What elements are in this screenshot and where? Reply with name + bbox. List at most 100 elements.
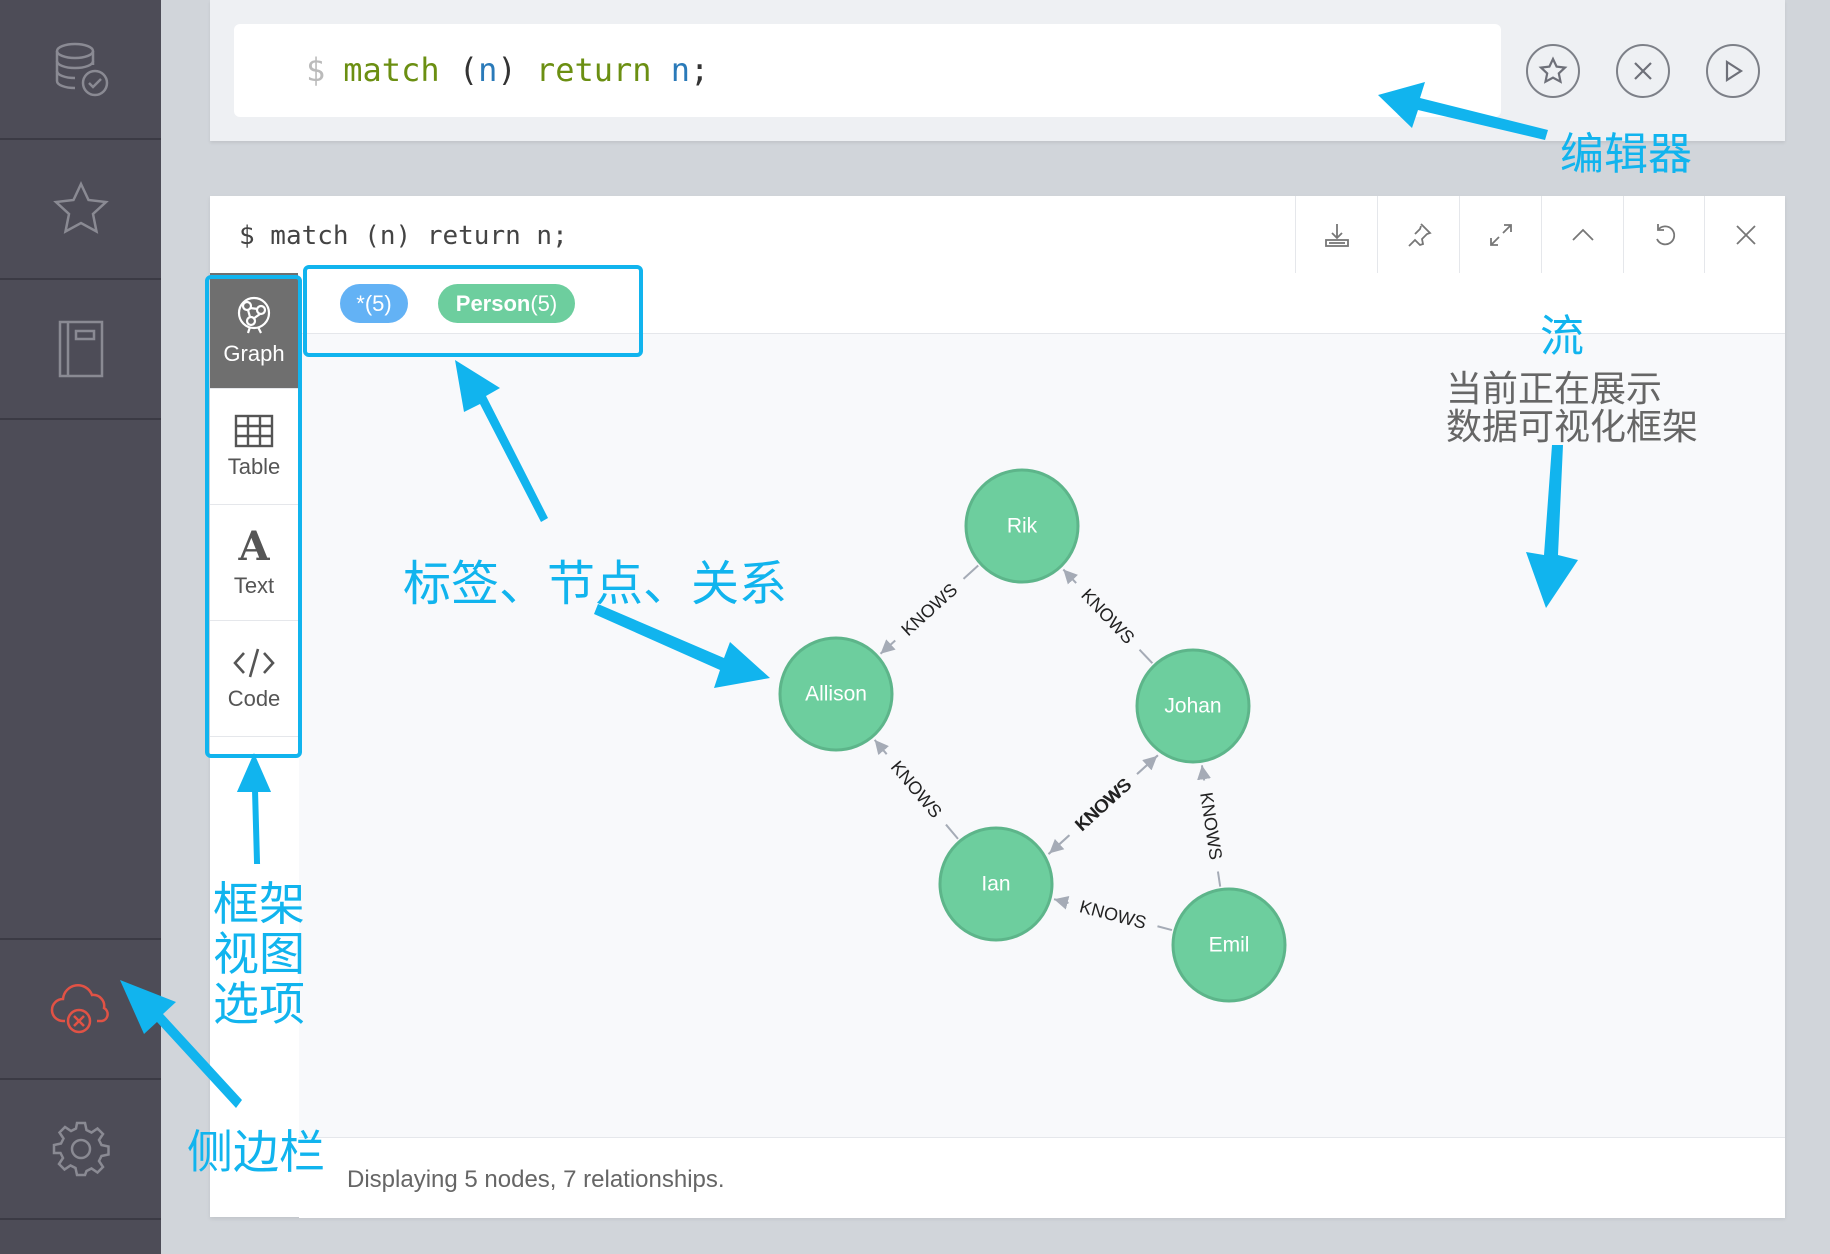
query-editor-input[interactable]: $match (n) return n; (234, 24, 1501, 117)
annotation-sidebar: 侧边栏 (187, 1125, 325, 1179)
node-label: Emil (1209, 934, 1250, 957)
collapse-button[interactable] (1541, 196, 1623, 273)
clear-query-button[interactable] (1616, 44, 1670, 98)
sidebar-item-cloud-status[interactable] (0, 940, 161, 1080)
close-frame-button[interactable] (1704, 196, 1786, 273)
refresh-icon (1655, 223, 1675, 245)
relationship-type-label: KNOWS (897, 579, 961, 639)
sidebar-item-settings[interactable] (0, 1080, 161, 1220)
label-pill-person[interactable]: Person(5) (438, 284, 575, 323)
annotation-editor: 编辑器 (1560, 129, 1692, 180)
frame-query-title[interactable]: $ match (n) return n; (239, 221, 568, 251)
query-token-variable: n (670, 51, 691, 89)
star-icon (1538, 56, 1568, 84)
editor-prompt: $ (306, 51, 326, 89)
expand-icon (1489, 223, 1512, 246)
favorite-query-button[interactable] (1526, 44, 1580, 98)
gear-icon (52, 1121, 110, 1177)
database-check-icon (55, 42, 108, 97)
graph-label-bar: *(5) Person(5) (299, 273, 1785, 334)
query-token-paren: ( (458, 51, 479, 89)
download-button[interactable] (1295, 196, 1377, 273)
relationship-arrow (1053, 895, 1070, 910)
graph-node-allison[interactable]: Allison (778, 636, 894, 752)
annotation-stream-desc-1: 当前正在展示 (1446, 369, 1663, 410)
graph-node-emil[interactable]: Emil (1171, 887, 1287, 1003)
download-icon (1324, 223, 1349, 247)
close-icon (1634, 62, 1652, 80)
relationship-arrow (873, 739, 890, 756)
node-circle (964, 468, 1080, 584)
tab-text-label: Text (233, 572, 275, 598)
tab-graph[interactable]: Graph (210, 273, 298, 389)
node-label: Allison (805, 683, 867, 706)
relationship-line (1138, 649, 1154, 664)
tab-code[interactable]: Code (210, 621, 298, 737)
sidebar (0, 0, 161, 1254)
sidebar-item-favorites[interactable] (0, 140, 161, 280)
sidebar-item-documents[interactable] (0, 280, 161, 420)
pin-button[interactable] (1377, 196, 1459, 273)
annotation-stream-desc-2: 数据可视化框架 (1446, 407, 1699, 448)
relationship-arrow (1136, 755, 1158, 775)
code-icon (233, 648, 275, 677)
relationship-johan-rik[interactable]: KNOWS (1062, 568, 1154, 664)
label-pill-all[interactable]: *(5) (340, 284, 408, 323)
annotation-box-labels (303, 265, 643, 357)
query-token-keyword: match (343, 51, 440, 89)
play-icon (1725, 59, 1744, 83)
annotation-stream-title: 流 (1540, 311, 1584, 362)
query-token-keyword: return (535, 51, 652, 89)
annotation-frame-view-2: 视图 (213, 927, 305, 981)
status-text: Displaying 5 nodes, 7 relationships. (347, 1166, 725, 1193)
relationship-emil-ian[interactable]: KNOWS (1053, 895, 1173, 933)
relationship-rik-allison[interactable]: KNOWS (879, 564, 979, 655)
relationship-type-label: KNOWS (1196, 791, 1226, 861)
relationship-arrow (879, 639, 896, 655)
sidebar-item-database[interactable] (0, 0, 161, 140)
label-pill-all-text: * (356, 290, 365, 316)
annotation-box-view-tabs (205, 275, 302, 758)
node-label: Ian (981, 873, 1010, 896)
node-circle (1135, 648, 1251, 764)
run-query-button[interactable] (1706, 44, 1760, 98)
relationship-emil-johan[interactable]: KNOWS (1196, 765, 1226, 887)
node-circle (938, 826, 1054, 942)
tab-text[interactable]: A Text (210, 505, 298, 621)
relationship-ian-allison[interactable]: KNOWS (873, 739, 959, 840)
label-pill-all-count: (5) (364, 290, 392, 316)
fullscreen-button[interactable] (1459, 196, 1541, 273)
annotation-labels-nodes-rels: 标签、节点、关系 (403, 556, 788, 612)
graph-node-rik[interactable]: Rik (964, 468, 1080, 584)
relationship-type-label: KNOWS (1071, 775, 1135, 835)
tab-code-label: Code (227, 685, 281, 711)
relationship-ian-johan[interactable]: KNOWS (1047, 755, 1158, 855)
query-token-paren: ) (497, 51, 517, 89)
table-icon (234, 414, 274, 447)
graph-node-ian[interactable]: Ian (938, 826, 1054, 942)
relationship-arrow (1197, 765, 1211, 781)
annotation-frame-view-1: 框架 (213, 877, 305, 931)
pin-icon (1407, 222, 1432, 247)
collapse-icon (1571, 228, 1594, 241)
relationship-type-label: KNOWS (887, 757, 946, 822)
node-circle (1171, 887, 1287, 1003)
annotation-frame-view-3: 选项 (213, 977, 305, 1031)
tab-table[interactable]: Table (210, 389, 298, 505)
label-pill-person-text: Person (455, 290, 531, 316)
node-label: Johan (1164, 695, 1221, 718)
frame-status-bar: Displaying 5 nodes, 7 relationships. (299, 1137, 1785, 1218)
rerun-button[interactable] (1623, 196, 1705, 273)
graph-icon (237, 296, 271, 333)
book-icon (58, 320, 103, 378)
star-icon (52, 181, 109, 234)
editor: $match (n) return n; (210, 0, 1785, 141)
query-token-semicolon: ; (690, 51, 710, 89)
graph-node-johan[interactable]: Johan (1135, 648, 1251, 764)
tab-table-label: Table (227, 453, 281, 479)
relationship-line (1157, 925, 1173, 932)
relationship-line (945, 823, 959, 840)
frame-header: $ match (n) return n; (210, 196, 1785, 274)
